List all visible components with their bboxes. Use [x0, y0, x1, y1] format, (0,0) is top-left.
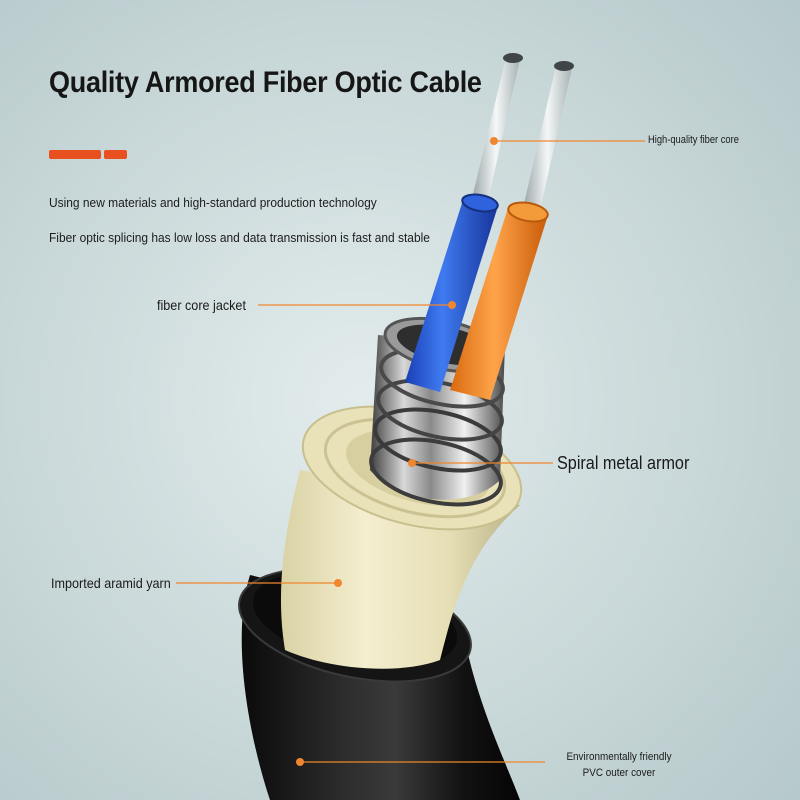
callout-fiber-core: High-quality fiber core	[648, 134, 739, 146]
callout-aramid-yarn: Imported aramid yarn	[51, 575, 171, 591]
tagline-materials: Using new materials and high-standard pr…	[49, 195, 377, 210]
callout-metal-armor: Spiral metal armor	[557, 453, 690, 473]
callout-pvc-cover: Environmentally friendly PVC outer cover	[566, 751, 672, 779]
callout-core-jacket: fiber core jacket	[157, 297, 246, 313]
page-title: Quality Armored Fiber Optic Cable	[49, 66, 482, 99]
accent-bar-left	[49, 150, 101, 159]
tagline-splicing: Fiber optic splicing has low loss and da…	[49, 230, 430, 245]
accent-bar-right	[104, 150, 127, 159]
